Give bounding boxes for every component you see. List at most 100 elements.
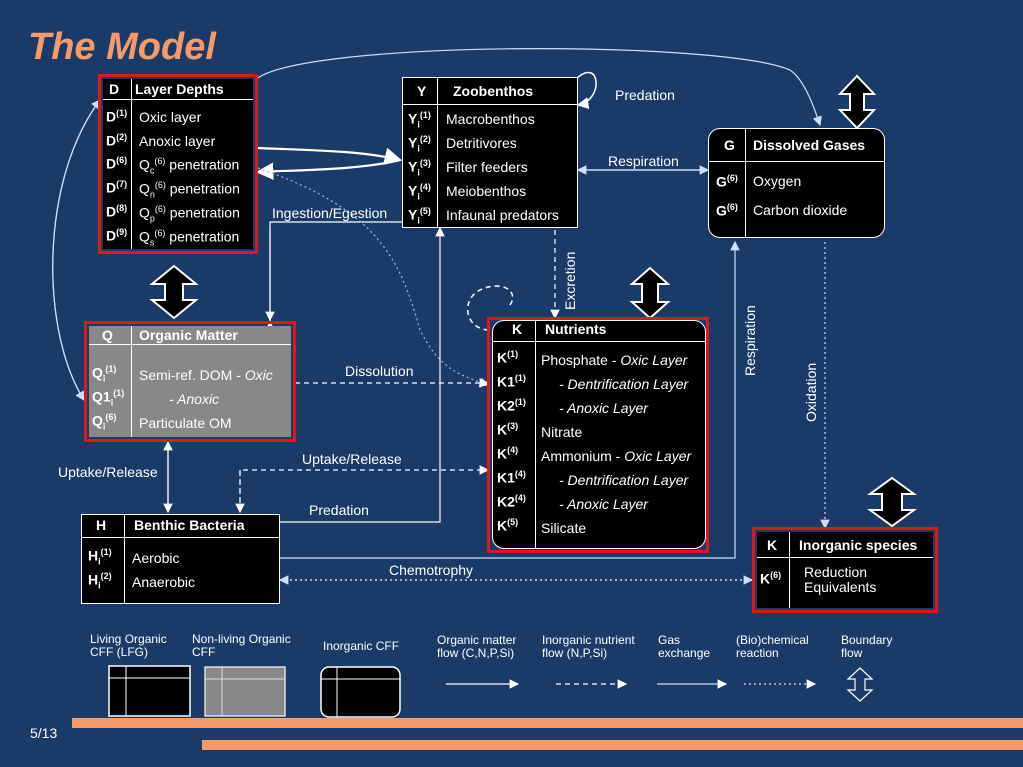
dissolved-gases-box: G Dissolved Gases G(6) Oxygen G(6) Carbo…: [708, 128, 885, 238]
label-chemotrophy: Chemotrophy: [389, 562, 474, 578]
zoo-label-4: Meiobenthos: [446, 183, 527, 199]
zoobenthos-box: Y Zoobenthos Yi(1) Macrobenthos Yi(2) De…: [402, 77, 578, 228]
legend-swatch-inorganic: [320, 666, 401, 718]
nut-label-3: - Anoxic Layer: [559, 400, 648, 416]
nutrients-frame: [487, 317, 709, 553]
nut-label-5: Ammonium - Oxic Layer: [541, 448, 692, 464]
label-uptake-release-mid: Uptake/Release: [302, 451, 402, 467]
bact-sym-2: Hi(2): [88, 571, 112, 591]
label-ingestion-egestion: Ingestion/Egestion: [272, 205, 388, 221]
layer-depths-frame: [98, 74, 258, 254]
zoo-sym-1: Yi(1): [408, 110, 431, 130]
organic-matter-box: Q Organic Matter Qi(1) Semi-ref. DOM - O…: [89, 326, 291, 437]
nut-sym-5: K(4): [497, 445, 519, 462]
nut-label-4: Nitrate: [541, 424, 583, 440]
bottom-stripe-2: [202, 740, 1023, 750]
depth-row-9: D(9): [106, 227, 128, 244]
legend-arrow-boundary: [846, 667, 874, 702]
nut-label-6: - Dentrification Layer: [559, 472, 689, 488]
zoo-label-5: Infaunal predators: [446, 207, 559, 223]
bacteria-code: H: [96, 517, 107, 533]
slide-title: The Model: [28, 26, 216, 68]
depth-label-7: Qn(6) penetration: [139, 180, 240, 200]
inorganic-code: K: [767, 537, 778, 553]
depth-row-1: D(1): [106, 108, 128, 125]
gas-sym-1: G(6): [716, 173, 738, 190]
depth-row-8: D(8): [106, 203, 128, 220]
nut-sym-8: K(5): [497, 517, 519, 534]
bact-label-1: Aerobic: [132, 550, 180, 566]
nut-label-7: - Anoxic Layer: [559, 496, 648, 512]
depth-row-6: D(6): [106, 155, 128, 172]
boundary-arrow-depths: [149, 264, 199, 320]
nutrients-title: Nutrients: [545, 321, 607, 337]
bottom-stripe-1: [72, 718, 1023, 728]
gas-label-2: Carbon dioxide: [753, 202, 848, 218]
depth-row-2: D(2): [106, 132, 128, 149]
zoo-sym-5: Yi(5): [408, 206, 431, 226]
zoo-label-1: Macrobenthos: [446, 111, 535, 127]
nut-sym-4: K(3): [497, 421, 519, 438]
nut-sym-2: K1(1): [497, 373, 526, 390]
legend-swatch-nonliving: [204, 666, 286, 717]
depth-label-1: Oxic layer: [139, 109, 202, 125]
depth-label-2: Anoxic layer: [139, 133, 216, 149]
layer-depths-box: D Layer Depths D(1) Oxic layer D(2) Anox…: [103, 79, 253, 249]
label-respiration-gases: Respiration: [608, 153, 679, 169]
depth-label-8: Qp(6) penetration: [139, 204, 240, 224]
om-sym-3: Qi(6): [92, 412, 117, 432]
legend-inorganic-cff: Inorganic CFF: [323, 639, 400, 653]
om-label-1: Semi-ref. DOM - Oxic: [139, 367, 273, 383]
inorganic-title: Inorganic species: [799, 537, 918, 553]
nut-sym-6: K1(4): [497, 469, 526, 486]
boundary-arrow-inorganic: [866, 476, 918, 528]
om-label-2: - Anoxic: [169, 391, 220, 407]
gas-label-1: Oxygen: [753, 173, 802, 189]
gases-code: G: [724, 137, 735, 153]
nut-label-2: - Dentrification Layer: [559, 376, 689, 392]
label-predation-top: Predation: [615, 87, 675, 103]
layer-depths-code: D: [109, 81, 120, 97]
nutrients-code: K: [512, 321, 523, 337]
benthic-bacteria-box: H Benthic Bacteria Hi(1) Aerobic Hi(2) A…: [81, 514, 280, 604]
nut-sym-1: K(1): [497, 349, 519, 366]
bact-sym-1: Hi(1): [88, 547, 112, 567]
om-label-3: Particulate OM: [139, 415, 232, 431]
om-sym-1: Qi(1): [92, 364, 117, 384]
bacteria-title: Benthic Bacteria: [134, 517, 245, 533]
zoo-sym-2: Yi(2): [408, 134, 431, 154]
nut-sym-3: K2(1): [497, 397, 526, 414]
inorg-sym-1: K(6): [760, 570, 782, 587]
nut-sym-7: K2(4): [497, 493, 526, 510]
legend-swatch-living: [108, 665, 191, 717]
zoobenthos-title: Zoobenthos: [453, 83, 534, 99]
organic-matter-frame: [84, 321, 296, 442]
page-number: 5/13: [30, 725, 58, 741]
zoobenthos-code: Y: [417, 83, 427, 99]
zoo-label-2: Detritivores: [446, 135, 517, 151]
zoo-sym-3: Yi(3): [408, 158, 431, 178]
nutrients-box: K Nutrients K(1) Phosphate - Oxic Layer …: [492, 320, 706, 549]
zoo-sym-4: Yi(4): [408, 182, 431, 202]
label-uptake-release-left: Uptake/Release: [58, 464, 158, 480]
depth-label-9: Qs(6) penetration: [139, 228, 240, 248]
organic-code: Q: [102, 327, 113, 343]
inorganic-species-frame: [752, 527, 938, 613]
organic-title: Organic Matter: [139, 327, 238, 343]
zoo-label-3: Filter feeders: [446, 159, 528, 175]
depth-row-7: D(7): [106, 179, 128, 196]
nut-label-8: Silicate: [541, 520, 587, 536]
gases-title: Dissolved Gases: [753, 137, 866, 153]
label-dissolution: Dissolution: [345, 363, 414, 379]
om-sym-2: Q1i(1): [92, 388, 125, 408]
